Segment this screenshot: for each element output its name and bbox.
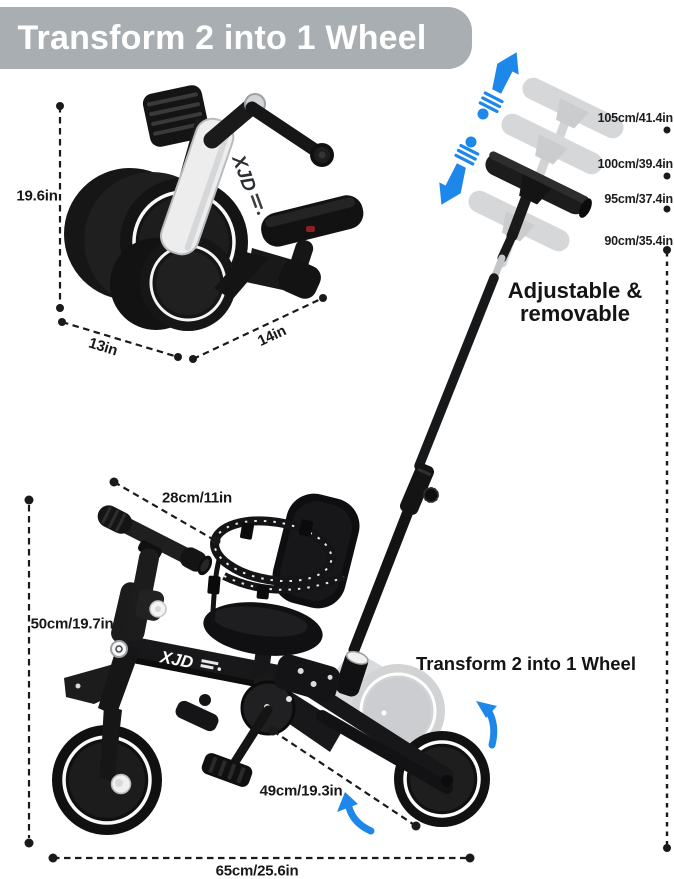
dim-line-handlebar [113,481,217,542]
push-pole [348,190,533,656]
curved-arrow-icon [337,792,375,835]
frame-badge [110,640,128,658]
banner-title: Transform 2 into 1 Wheel [17,18,427,57]
main-frame-tube: XJD [117,635,296,694]
handle-ghost-100 [501,113,603,175]
dot-indicator [477,108,489,120]
transform-arrows [337,701,498,835]
dim-line-depth-folded [61,320,179,359]
handle-height-label-100: 100cm/39.4in [597,157,674,171]
pole-mount [335,650,369,697]
dim-label-main-height: 50cm/19.7in [30,615,114,633]
dim-label-handlebar: 28cm/11in [162,489,232,507]
front-fork [98,642,140,716]
transform-caption: Transform 2 into 1 Wheel [416,653,636,674]
handle-selected-95 [485,151,592,218]
dim-line-width-folded [192,297,324,360]
folded-frame-logo: XJD [227,152,260,195]
dimension-lines [27,106,669,860]
dim-line-wheelbase [272,730,417,827]
seat [203,602,323,656]
handle-position-ghosts [468,77,624,268]
adjustable-caption-line2: removable [519,301,631,326]
dot-indicator [465,136,477,148]
handle-height-label-90: 90cm/35.4in [604,234,673,248]
folded-trike-illustration: XJD [64,85,364,331]
pole-clamp [399,463,435,515]
backrest [272,493,360,609]
adjust-arrows [439,52,519,205]
crank-arm [230,705,273,767]
dim-label-folded-height: 19.6in [16,187,58,205]
up-arrow-icon [478,52,519,114]
dimension-dots [24,102,671,863]
title-banner: Transform 2 into 1 Wheel [0,7,472,69]
adjustable-caption: Adjustable & removable [455,279,674,325]
handle-height-label-105: 105cm/41.4in [597,111,674,125]
hinge-plate [273,654,341,702]
down-arrow-icon [439,143,480,205]
adjustable-caption-line1: Adjustable & [507,278,643,303]
curved-arrow-icon [476,701,498,749]
folded-frame-tube [160,117,235,256]
dim-label-wheelbase: 49cm/19.3in [259,782,343,800]
clamp-knob [424,488,438,502]
pedal-folded [175,700,219,732]
handle-ghost-105 [522,77,624,139]
handle-height-label-95: 95cm/37.4in [604,192,673,206]
folded-seat [261,195,364,247]
dim-label-length: 65cm/25.6in [215,862,299,879]
pedal [201,753,253,787]
main-trike-illustration: XJD [52,493,490,835]
